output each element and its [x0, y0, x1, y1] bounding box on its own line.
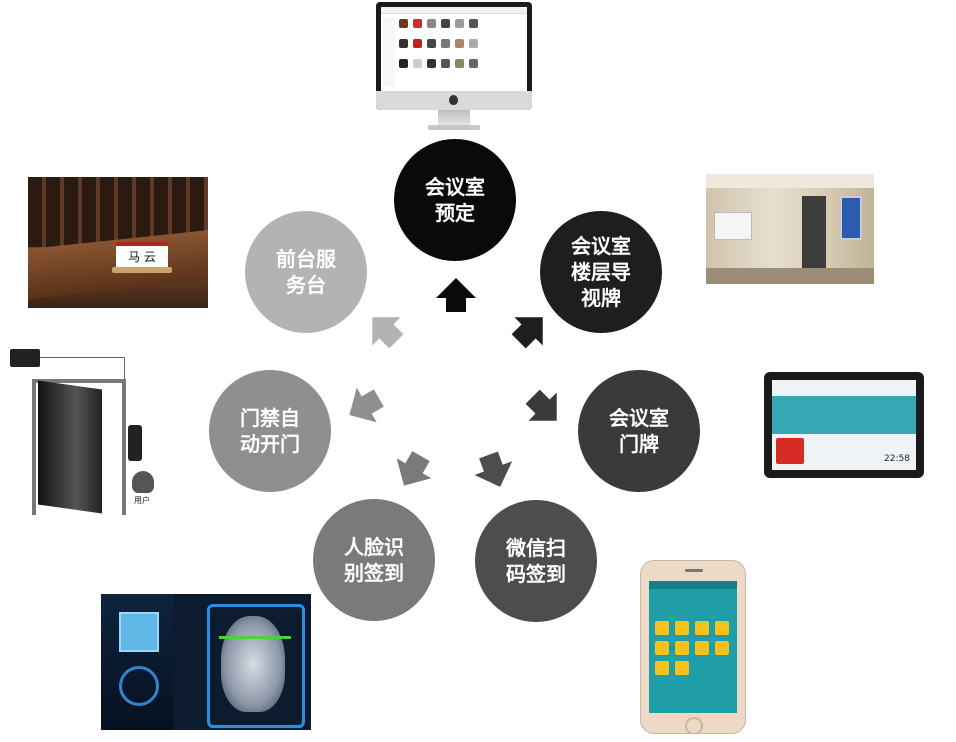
node-label: 微信扫 码签到 [506, 536, 566, 586]
arrow-face [396, 451, 432, 486]
node-label: 会议室 楼层导 视牌 [571, 234, 631, 310]
avatar [119, 612, 159, 652]
corridor-signage-image [706, 174, 874, 284]
doorplate-tablet-image: 22:58 [764, 372, 924, 478]
node-label: 人脸识 别签到 [344, 535, 404, 585]
arrow-wechat [474, 451, 513, 487]
node-label: 前台服 务台 [276, 247, 336, 297]
smartphone-image [640, 560, 746, 734]
face-recognition-image [101, 594, 311, 730]
node-label: 会议室 预定 [425, 175, 485, 225]
node-label: 会议室 门牌 [609, 406, 669, 456]
users-label: 用户 [134, 496, 150, 505]
floor-sign [840, 196, 862, 240]
apple-logo-icon [449, 95, 458, 105]
fingerprint-reader [128, 425, 142, 461]
users-icon [132, 471, 154, 493]
face-scan-head [221, 616, 285, 712]
arrow-floor [511, 317, 543, 349]
nameplate-text: 马 云 [128, 250, 156, 264]
node-face-checkin: 人脸识 别签到 [313, 499, 435, 621]
desktop-monitor-image [376, 2, 532, 132]
desk-nameplate: 马 云 [116, 242, 168, 268]
arrow-booking [436, 278, 476, 312]
node-reception-desk: 前台服 务台 [245, 211, 367, 333]
access-control-door-image: 用户 [8, 345, 160, 515]
arrow-reception [372, 317, 404, 349]
arrow-doorplate [525, 389, 557, 421]
node-label: 门禁自 动开门 [240, 406, 300, 456]
node-floor-guide-sign: 会议室 楼层导 视牌 [540, 211, 662, 333]
reception-desk-image: 马 云 [28, 177, 208, 308]
arrow-access [349, 387, 384, 423]
node-wechat-checkin: 微信扫 码签到 [475, 500, 597, 622]
node-access-control: 门禁自 动开门 [209, 370, 331, 492]
home-button [685, 717, 703, 733]
node-meeting-room-doorplate: 会议室 门牌 [578, 370, 700, 492]
card-reader [10, 349, 40, 367]
no-entry-icon [776, 438, 804, 464]
tablet-clock: 22:58 [884, 454, 910, 464]
node-meeting-room-booking: 会议室 预定 [394, 139, 516, 261]
